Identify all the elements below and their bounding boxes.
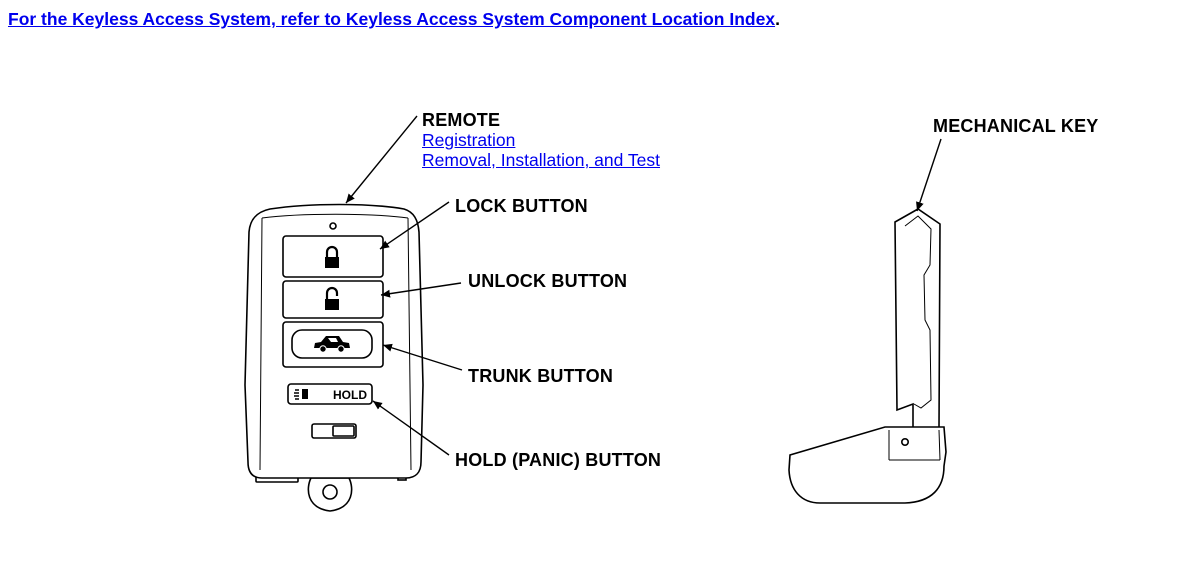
intro-period: . xyxy=(775,9,780,29)
key-grip-edge xyxy=(888,429,941,461)
lock-button-callout: LOCK BUTTON xyxy=(455,196,588,216)
key-grip-hole xyxy=(900,437,909,446)
component-location-index-link[interactable]: For the Keyless Access System, refer to … xyxy=(8,9,776,29)
mechanical-key xyxy=(788,208,947,504)
trunk-button-callout: TRUNK BUTTON xyxy=(468,366,614,386)
hold-leader xyxy=(372,400,450,456)
mechanical-key-callout: MECHANICAL KEY xyxy=(933,116,1099,136)
remote-fob xyxy=(244,203,424,512)
unlock-leader xyxy=(380,282,462,298)
release-slider-knob xyxy=(332,425,355,437)
leader-lines xyxy=(345,115,942,456)
trunk-leader xyxy=(382,343,463,371)
car-icon xyxy=(314,336,350,353)
horn-icon xyxy=(294,389,308,400)
unlock-icon xyxy=(325,286,339,310)
key-blade xyxy=(894,208,941,429)
lock-button xyxy=(282,235,384,278)
lock-leader xyxy=(379,201,450,250)
key-grip xyxy=(788,426,947,504)
hold-panic-button xyxy=(287,383,373,405)
remote-leader xyxy=(345,115,418,204)
hold-panic-button-callout: HOLD (PANIC) BUTTON xyxy=(455,450,662,470)
unlock-button-callout: UNLOCK BUTTON xyxy=(468,271,628,291)
lock-icon xyxy=(325,245,339,268)
led-indicator xyxy=(329,222,337,230)
removal-installation-test-link[interactable]: Removal, Installation, and Test xyxy=(422,150,661,170)
key-leader xyxy=(916,138,942,212)
hold-button-label: HOLD xyxy=(333,388,367,402)
registration-link[interactable]: Registration xyxy=(422,130,516,150)
key-ring-loop xyxy=(307,477,353,512)
remote-label: REMOTE xyxy=(422,110,501,130)
intro-note: For the Keyless Access System, refer to … xyxy=(8,9,780,30)
key-blade-groove xyxy=(904,215,932,409)
